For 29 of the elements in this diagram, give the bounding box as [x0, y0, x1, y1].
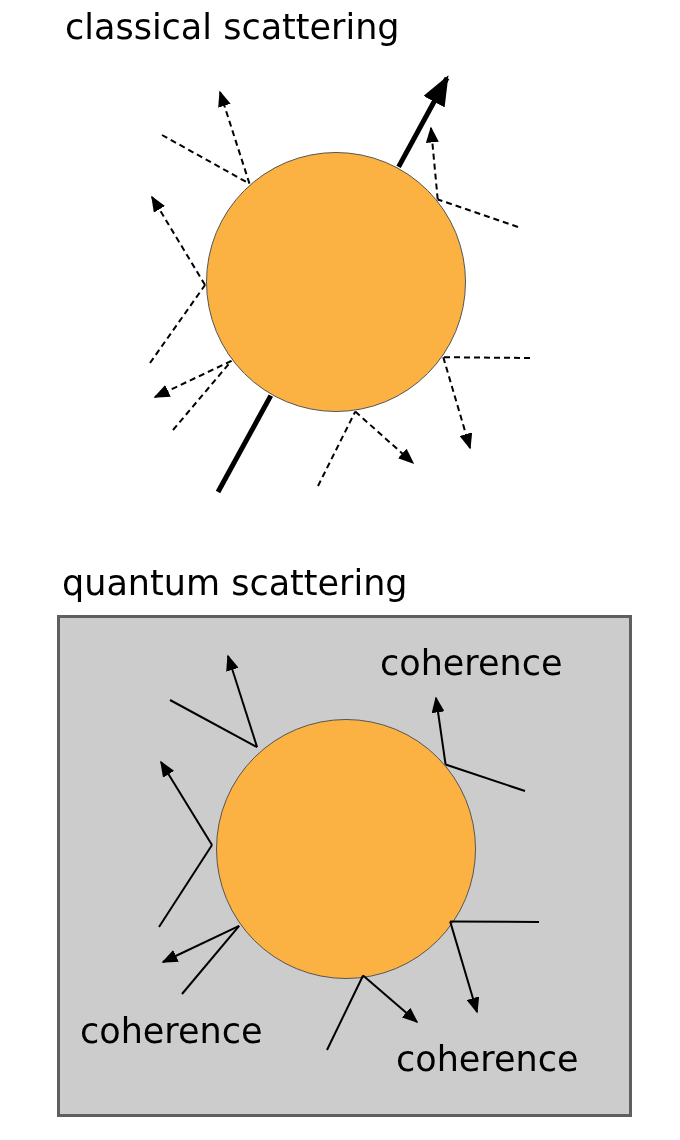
scattered-ray-arrow — [161, 924, 241, 963]
incoming-ray-line — [442, 356, 531, 359]
scattered-ray-arrow — [160, 760, 213, 846]
incoming-ray-line — [449, 920, 540, 923]
annotation-text: coherence — [380, 646, 563, 681]
scattered-ray-arrow — [396, 75, 450, 169]
section-heading: classical scattering — [65, 10, 400, 45]
scattered-ray-arrow — [362, 974, 418, 1023]
incoming-ray-line — [215, 394, 273, 494]
annotation-text: coherence — [396, 1042, 579, 1077]
scattered-ray-arrow — [153, 359, 233, 398]
incoming-ray-line — [436, 198, 519, 228]
annotation-text: coherence — [80, 1014, 263, 1049]
scattered-ray-arrow — [151, 195, 207, 286]
incoming-ray-line — [181, 924, 241, 995]
incoming-ray-line — [158, 844, 213, 928]
panel-heading: quantum scattering — [62, 566, 408, 601]
incoming-ray-line — [169, 699, 259, 749]
incoming-ray-line — [444, 763, 526, 792]
scattered-ray-arrow — [425, 126, 439, 201]
scattered-ray-arrow — [431, 696, 447, 766]
scattered-ray-arrow — [354, 410, 414, 464]
scattered-ray-arrow — [217, 90, 251, 185]
incoming-ray-line — [326, 974, 365, 1051]
scattered-ray-arrow — [442, 356, 473, 450]
scattered-ray-arrow — [225, 654, 259, 749]
incoming-ray-line — [149, 284, 207, 364]
incoming-ray-line — [317, 410, 357, 487]
scattered-ray-arrow — [449, 920, 480, 1014]
